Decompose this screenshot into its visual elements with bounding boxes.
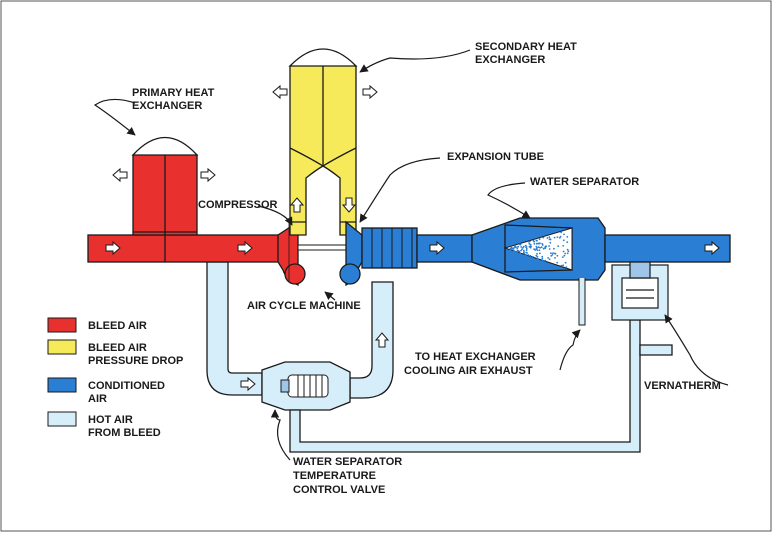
expansion-tube [361,227,418,269]
hot-air-duct-left [206,261,263,396]
vernatherm-label: VERNATHERM [644,380,721,392]
hot-air-duct-right [349,281,394,399]
flow-arrow [374,332,390,348]
flow-arrow [429,240,445,256]
separator-cone [503,227,573,271]
secondary-heat-exchanger [288,48,358,236]
acm-label: AIR CYCLE MACHINE [247,300,361,312]
expansion-tube-label: EXPANSION TUBE [447,151,544,163]
flow-arrow [341,197,357,213]
flow-arrows [105,84,720,392]
legend-swatch [47,377,77,393]
flow-arrow [105,240,121,256]
callout-lines [93,49,729,461]
valve-internals [280,374,329,398]
exhaust-tube [578,278,586,326]
legend-swatch [47,411,77,427]
flow-arrow [200,167,216,183]
water-separator-label: WATER SEPARATOR [530,176,639,188]
legend-swatch [47,339,77,355]
flow-arrow [289,197,305,213]
legend-label: BLEED AIR [88,320,147,332]
flow-arrow [237,240,253,256]
compressor [277,220,306,286]
secondary-hx-dome [288,48,358,67]
vernatherm-tube [639,344,673,356]
flow-arrow [704,240,720,256]
flow-arrow [240,376,256,392]
expansion-tube-ribs [371,228,413,268]
vernatherm [611,261,669,321]
flow-arrow [362,84,378,100]
compressor-label: COMPRESSOR [198,199,278,211]
acm-shaft [297,244,347,251]
flow-arrow [272,84,288,100]
primary-hx-dome [131,136,199,156]
flow-arrow [112,167,128,183]
legend-swatch [47,317,77,333]
